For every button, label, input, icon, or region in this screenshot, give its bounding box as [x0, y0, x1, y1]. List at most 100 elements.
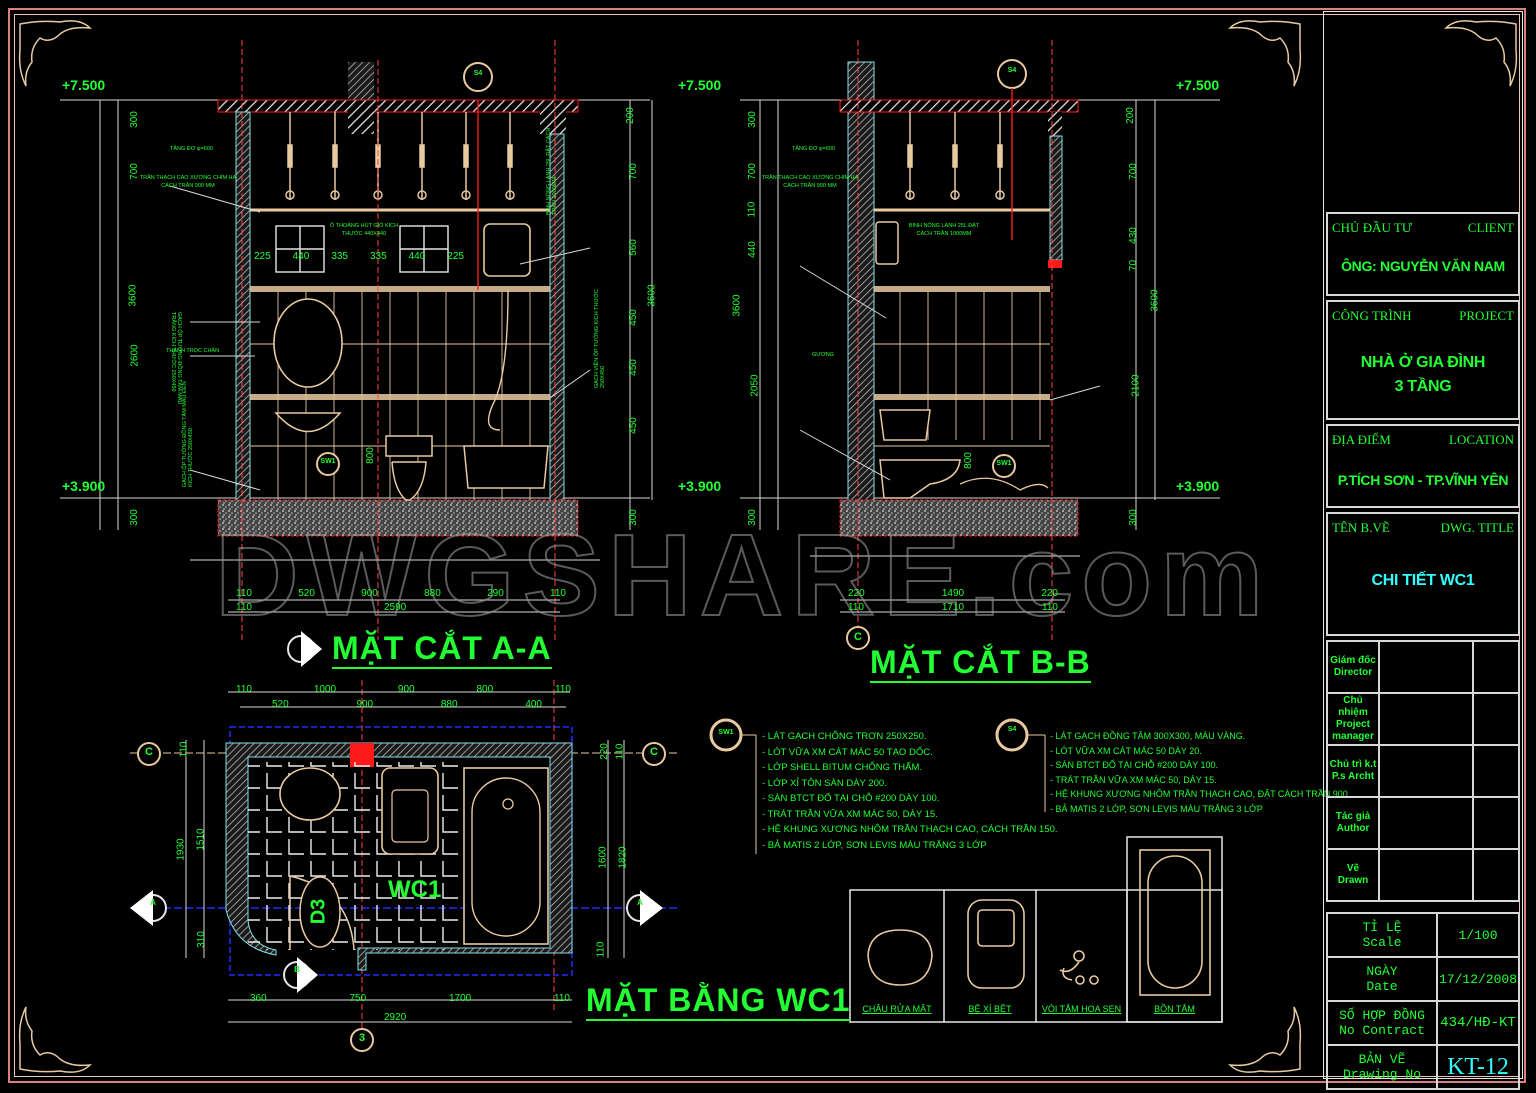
date-value: 17/12/2008 — [1435, 956, 1521, 1002]
bb-bottom-dims-row1: 220 1490 220 — [848, 588, 1058, 599]
tb-project: CÔNG TRÌNH PROJECT NHÀ Ở GIA ĐÌNH 3 TẦNG — [1326, 300, 1520, 420]
bb-note-hanger: TĂNG ĐƠ φ=600 — [792, 146, 835, 152]
plan-right-dim: 1600 — [597, 846, 609, 869]
role-vi: Vẽ — [1346, 863, 1360, 874]
dim: 1700 — [448, 993, 472, 1004]
legend-s4-tag: S4 — [1007, 726, 1017, 733]
plan-bottom-dims-row1: 360 750 1700 110 — [250, 993, 570, 1004]
tb-location-value: P.TÍCH SƠN - TP.VĨNH YÊN — [1337, 472, 1509, 488]
drawing-no-value: KT-12 — [1435, 1044, 1521, 1090]
signature-name-cell — [1378, 692, 1474, 746]
label-vi: SỐ HỢP ĐỒNG — [1339, 1008, 1425, 1023]
aa-right-dim: 300 — [627, 509, 639, 526]
role-en: Drawn — [1337, 875, 1369, 886]
tb-project-label-en: PROJECT — [1459, 308, 1514, 323]
level-marker-aa-bottom-right: +3.900 — [678, 478, 722, 494]
dim: 900 — [356, 699, 374, 710]
legend-s4-item: - BẢ MATIS 2 LỚP, SƠN LEVIS MÀU TRẮNG 3 … — [1050, 803, 1263, 814]
plan-wc1-title: MẶT BẰNG WC1 — [586, 982, 851, 1021]
legend-s4-item: - TRÁT TRẦN VỮA XM MÁC 50, DÀY 15. — [1050, 774, 1217, 785]
bb-left-dim: 2050 — [749, 374, 761, 397]
bb-elev-dim: 800 — [962, 452, 974, 469]
bb-right-dim: 200 — [1124, 107, 1136, 124]
grid-bubble-c-left: C — [145, 746, 153, 758]
aa-left-dim: 300 — [128, 111, 140, 128]
legend-sw1-item: - BẢ MATIS 2 LỚP, SƠN LEVIS MÀU TRẮNG 3 … — [762, 839, 987, 851]
label-vi: TỈ LỆ — [1362, 920, 1402, 935]
bb-left-dim: 3600 — [731, 294, 743, 317]
section-marker-a-right: A — [637, 898, 643, 907]
tb-location-label-en: LOCATION — [1449, 432, 1514, 447]
tb-dwg-title-label-vi: TÊN B.VẼ — [1332, 520, 1390, 535]
scale-value: 1/100 — [1435, 912, 1521, 958]
dim: 110 — [236, 684, 252, 695]
plan-wc1-geometry — [130, 631, 680, 1052]
dim: 440 — [292, 251, 310, 262]
aa-note-hanger: TĂNG ĐƠ φ=600 — [170, 146, 213, 152]
legend-s4-item: - LÁT GẠCH ĐỒNG TÂM 300X300, MÀU VÀNG. — [1050, 731, 1246, 741]
bathtub-icon — [1139, 849, 1211, 996]
dim: 900 — [397, 684, 415, 695]
bb-right-total: 3600 — [1149, 289, 1161, 312]
plan-top-dims-row1: 110 1000 900 800 110 — [236, 684, 571, 695]
watermark-text: DWGSHARE.com — [214, 509, 1272, 641]
signature-sign-cell — [1472, 744, 1520, 798]
dim: 110 — [236, 588, 252, 599]
dim: 1710 — [941, 602, 965, 613]
role-en: P.s Archt — [1331, 771, 1375, 782]
aa-tag-top: S4 — [473, 70, 483, 77]
aa-left-dim: 2600 — [129, 344, 141, 367]
aa-elev-dim: 800 — [364, 447, 376, 464]
dim: 220 — [1041, 588, 1058, 599]
section-marker-b: B — [294, 965, 300, 974]
plan-right-dim: 110 — [614, 743, 626, 760]
level-marker-bb-top: +7.500 — [1176, 77, 1220, 93]
plan-left-dim: 1930 — [175, 838, 187, 861]
aa-right-dim: 200 — [624, 107, 636, 124]
tb-dwg-title-value: CHI TIẾT WC1 — [1371, 572, 1475, 589]
aa-window-dims: 225 440 335 335 440 225 — [254, 251, 464, 262]
role-vi: Tác giả — [1335, 811, 1371, 822]
section-marker-a-left: A — [150, 898, 156, 907]
bb-note-ceiling: TRẦN THẠCH CAO XƯƠNG CHÌM HẠ CÁCH TRẦN 9… — [761, 175, 859, 189]
bb-right-dim: 2100 — [1130, 374, 1142, 397]
label-en: Drawing No — [1342, 1067, 1421, 1082]
tb-project-value-line1: NHÀ Ở GIA ĐÌNH — [1360, 354, 1486, 371]
plan-bottom-total: 2920 — [384, 1012, 407, 1023]
level-marker-bb-bottom: +3.900 — [1176, 478, 1220, 494]
signature-name-cell — [1378, 640, 1474, 694]
aa-note-tile-top: GẠCH ỐP TƯỜNG ĐỒNG TÂM MÀU TRẮNG KÍCH TH… — [170, 312, 182, 405]
plan-left-dim: 110 — [178, 741, 190, 758]
bb-tag-floor: SW1 — [996, 460, 1012, 467]
corner-ornament-icon — [18, 20, 1518, 1073]
dim: 750 — [349, 993, 367, 1004]
label-en: No Contract — [1339, 1023, 1425, 1038]
dim: 110 — [848, 602, 864, 613]
plan-right-dim: 1820 — [617, 846, 629, 869]
bb-note-heater: BÌNH NÓNG LẠNH 25L ĐẶT CÁCH TRẦN 1000MM — [908, 223, 980, 237]
aa-note-border: THANH TRỌC CHÂN — [166, 348, 220, 354]
dim: 520 — [272, 699, 289, 710]
label-vi: NGÀY — [1366, 964, 1398, 979]
dim: 225 — [447, 251, 464, 262]
fixture-legend-boxes — [849, 836, 1223, 1023]
tb-client-label-vi: CHỦ ĐẦU TƯ — [1332, 220, 1412, 235]
signature-sign-cell — [1472, 692, 1520, 746]
legend-sw1-item: - LỚP SHELL BITUM CHỐNG THẤM. — [762, 762, 922, 773]
aa-right-dim: 560 — [627, 239, 639, 256]
bb-left-dim: 110 — [746, 201, 758, 218]
aa-note-tile-right: GẠCH VIỀN ỐP TƯỜNG KÍCH THƯỚC 250X450 — [594, 289, 606, 388]
fixture-label-shower: VÒI TẮM HOA SEN — [1041, 1004, 1122, 1014]
bb-left-dim: 440 — [746, 241, 758, 258]
